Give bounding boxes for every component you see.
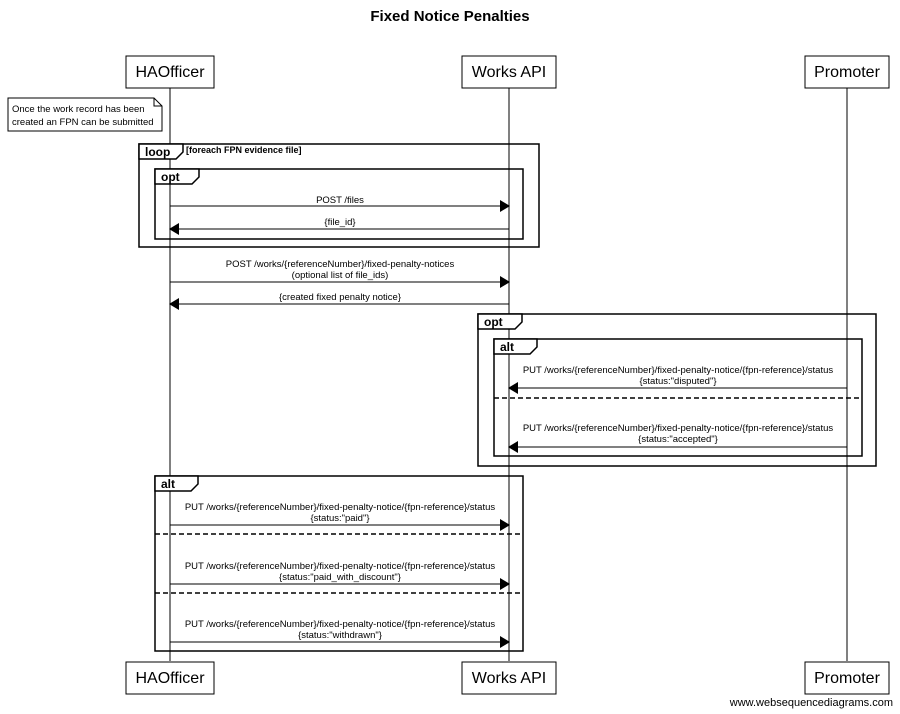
- frame-label: alt: [161, 477, 175, 491]
- actor-label: HAOfficer: [135, 64, 205, 81]
- footer-credit: www.websequencediagrams.com: [729, 697, 893, 709]
- alt-frame-promoter: alt: [493, 338, 863, 457]
- actor-haofficer-top: HAOfficer: [125, 55, 215, 89]
- actor-label: Promoter: [814, 64, 880, 81]
- message-label: {status:"paid_with_discount"}: [279, 572, 401, 583]
- actor-haofficer-bottom: HAOfficer: [125, 661, 215, 695]
- message-label: POST /files: [316, 195, 364, 206]
- message-post-fpn: POST /works/{referenceNumber}/fixed-pena…: [170, 259, 510, 288]
- note-line: created an FPN can be submitted: [12, 117, 154, 128]
- message-label: PUT /works/{referenceNumber}/fixed-penal…: [523, 423, 834, 434]
- actor-promoter-bottom: Promoter: [804, 661, 890, 695]
- frame-label: loop: [145, 145, 170, 159]
- note-line: Once the work record has been: [12, 104, 145, 115]
- actor-label: Promoter: [814, 670, 880, 687]
- diagram-title: Fixed Notice Penalties: [370, 8, 529, 25]
- message-file-id: {file_id}: [169, 217, 509, 235]
- frame-label: alt: [500, 340, 514, 354]
- frame-label: opt: [161, 170, 180, 184]
- message-status-withdrawn: PUT /works/{referenceNumber}/fixed-penal…: [170, 619, 510, 648]
- actor-label: Works API: [472, 670, 546, 687]
- message-label: (optional list of file_ids): [292, 270, 389, 281]
- message-status-accepted: PUT /works/{referenceNumber}/fixed-penal…: [508, 423, 847, 453]
- actor-label: HAOfficer: [135, 670, 205, 687]
- message-label: POST /works/{referenceNumber}/fixed-pena…: [226, 259, 455, 270]
- message-label: {status:"disputed"}: [640, 376, 717, 387]
- note: Once the work record has been created an…: [7, 97, 163, 132]
- actor-label: Works API: [472, 64, 546, 81]
- alt-frame-haofficer: alt: [154, 475, 524, 652]
- message-post-files: POST /files: [170, 195, 510, 212]
- actor-promoter-top: Promoter: [804, 55, 890, 89]
- frame-condition: [foreach FPN evidence file]: [186, 145, 302, 155]
- message-label: {status:"paid"}: [310, 513, 369, 524]
- message-label: PUT /works/{referenceNumber}/fixed-penal…: [185, 619, 496, 630]
- message-label: PUT /works/{referenceNumber}/fixed-penal…: [523, 365, 834, 376]
- message-status-paid: PUT /works/{referenceNumber}/fixed-penal…: [170, 502, 510, 531]
- message-label: {status:"accepted"}: [638, 434, 718, 445]
- message-status-disputed: PUT /works/{referenceNumber}/fixed-penal…: [508, 365, 847, 394]
- message-label: {created fixed penalty notice}: [279, 292, 401, 303]
- message-label: {status:"withdrawn"}: [298, 630, 382, 641]
- actor-works-api-top: Works API: [461, 55, 557, 89]
- message-label: PUT /works/{referenceNumber}/fixed-penal…: [185, 561, 496, 572]
- message-created-fpn: {created fixed penalty notice}: [169, 292, 509, 310]
- loop-frame: loop [foreach FPN evidence file]: [138, 143, 540, 248]
- opt-frame-promoter: opt: [477, 313, 877, 467]
- actor-works-api-bottom: Works API: [461, 661, 557, 695]
- opt-frame-inner: opt: [154, 168, 524, 240]
- message-status-paid-with-discount: PUT /works/{referenceNumber}/fixed-penal…: [170, 561, 510, 590]
- frame-label: opt: [484, 315, 503, 329]
- message-label: {file_id}: [324, 217, 355, 228]
- message-label: PUT /works/{referenceNumber}/fixed-penal…: [185, 502, 496, 513]
